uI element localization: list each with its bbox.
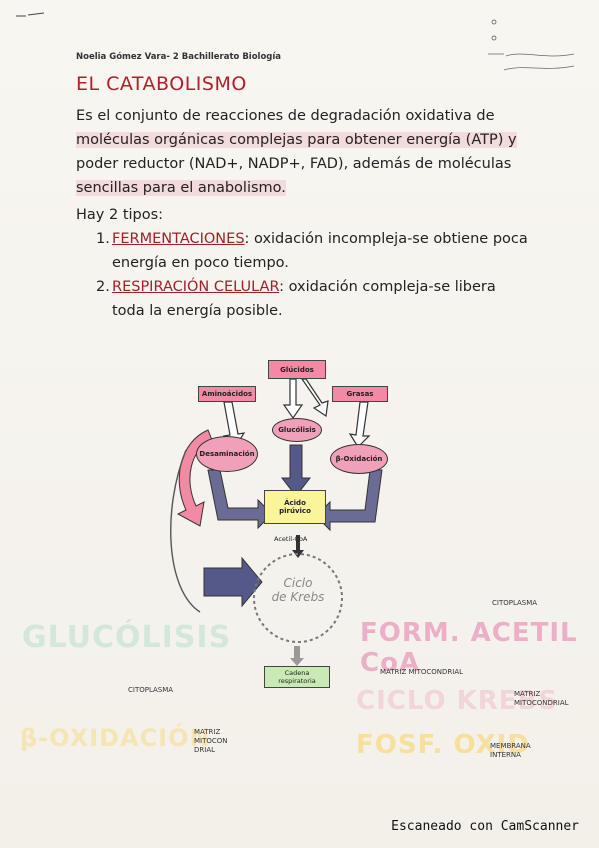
faint-label-fosf-oxid: FOSF. OXID [356, 730, 530, 760]
note-matriz-mitocondrial: MATRIZ MITOCONDRIAL [380, 668, 464, 676]
box-cadena-respiratoria: Cadena respiratoria [264, 666, 330, 688]
cadena-line-1: Cadena [284, 669, 310, 677]
camscanner-footer: Escaneado con CamScanner [391, 819, 579, 834]
glucidos-arrow-left [282, 378, 304, 420]
scribble-top-left [16, 12, 45, 17]
note-membrana-interna: MEMBRANA INTERNA [490, 742, 531, 760]
note-line: DRIAL [194, 746, 216, 754]
label-acetil-coa: Acetil-CoA [274, 535, 308, 543]
note-line: MITOCON [194, 737, 228, 745]
krebs-cycle-circle [253, 553, 343, 643]
type-number: 1. [96, 231, 110, 247]
acido-line-1: Ácido [284, 499, 306, 507]
glucidos-arrow-right [300, 378, 329, 418]
glucolisis-blue-arrow [280, 444, 312, 497]
note-citoplasma-right: CITOPLASMA [492, 599, 538, 607]
type-text: : oxidación compleja-se libera [279, 279, 496, 295]
type-item-1-cont: energía en poco tiempo. [112, 255, 289, 271]
scribble-top-right [488, 19, 575, 71]
note-matriz-right: MATRIZ MITOCONDRIAL [514, 690, 569, 708]
intro-line-1: Es el conjunto de reacciones de degradac… [76, 108, 495, 124]
intro-line-4: sencillas para el anabolismo. [76, 176, 546, 200]
note-matriz-left: MATRIZ MITOCON DRIAL [194, 728, 228, 755]
label-ciclo-krebs: Ciclo de Krebs [264, 576, 332, 604]
type-number: 2. [96, 279, 110, 295]
box-acido-piruvico: Ácido pirúvico [264, 490, 326, 524]
intro-line-3: poder reductor (NAD+, NADP+, FAD), ademá… [76, 156, 512, 172]
diagram-arrows [170, 378, 383, 666]
down-arrows [222, 378, 371, 448]
box-glucidos: Glúcidos [268, 360, 326, 379]
note-line: INTERNA [490, 751, 521, 759]
note-line: MATRIZ [514, 690, 541, 698]
faint-label-b-oxidacion: β-OXIDACIÓN [20, 724, 211, 752]
note-line: MITOCONDRIAL [514, 699, 569, 707]
acido-line-2: pirúvico [279, 507, 311, 515]
cadena-line-2: respiratoria [278, 677, 316, 685]
faint-label-glucolisis: GLUCÓLISIS [22, 620, 232, 655]
intro-line-4-text: sencillas para el anabolismo. [76, 180, 286, 196]
faint-label-form-acetil: FORM. ACETIL CoA [360, 618, 578, 678]
type-term: FERMENTACIONES [112, 231, 245, 247]
acetil-arrow [292, 535, 304, 558]
ciclo-line-1: Ciclo [283, 576, 313, 590]
intro-line-2: moléculas orgánicas complejas para obten… [76, 128, 546, 152]
intro-paragraph: Es el conjunto de reacciones de degradac… [76, 104, 546, 200]
note-line: MEMBRANA [490, 742, 531, 750]
cadena-arrow [290, 646, 304, 666]
box-aminoacidos: Aminoácidos [198, 386, 256, 402]
krebs-entry-arrow [203, 556, 263, 608]
intro-line-2-text: moléculas orgánicas complejas para obten… [76, 132, 517, 148]
note-line: MATRIZ [194, 728, 221, 736]
grasas-arrow [348, 401, 371, 448]
note-citoplasma-left: CITOPLASMA [128, 686, 174, 694]
type-term: RESPIRACIÓN CELULAR [112, 279, 280, 295]
type-text: : oxidación incompleja-se obtiene poca [244, 231, 528, 247]
desaminacion-arrow [207, 469, 273, 530]
catabolism-diagram: Glúcidos Aminoácidos Grasas Glucólisis D… [160, 350, 460, 690]
type-item-2: 2.RESPIRACIÓN CELULAR: oxidación complej… [76, 275, 528, 299]
author-header: Noelia Gómez Vara- 2 Bachillerato Biolog… [76, 52, 282, 62]
page-title: EL CATABOLISMO [76, 73, 247, 95]
oval-b-oxidacion: β-Oxidación [330, 444, 388, 474]
ciclo-line-2: de Krebs [271, 590, 325, 604]
box-grasas: Grasas [332, 386, 388, 402]
oval-glucolisis: Glucólisis [272, 418, 322, 442]
long-curve-line [170, 449, 201, 613]
types-heading: Hay 2 tipos: [76, 207, 164, 223]
type-item-1: 1.FERMENTACIONES: oxidación incompleja-s… [76, 227, 528, 251]
faint-label-ciclo-krebs: CICLO KREBS [356, 686, 559, 716]
types-section: Hay 2 tipos: 1.FERMENTACIONES: oxidación… [76, 203, 528, 323]
type-item-2-cont: toda la energía posible. [112, 303, 283, 319]
oval-desaminacion: Desaminación [196, 436, 258, 472]
